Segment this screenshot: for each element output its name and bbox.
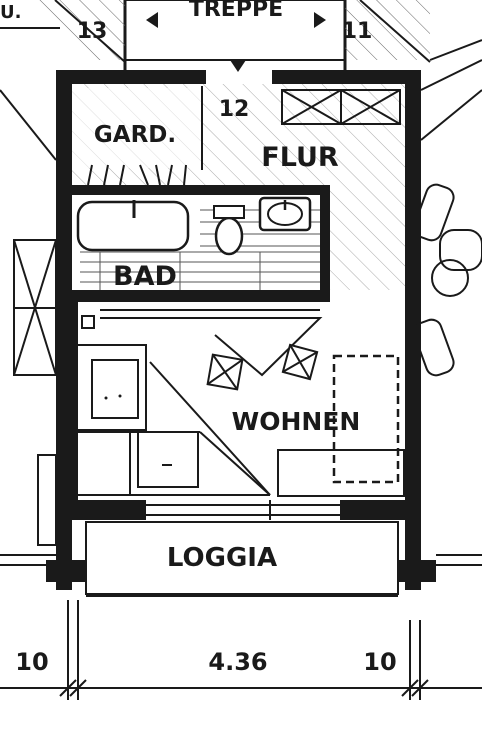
- table-right: [281, 343, 319, 381]
- arrow-down-icon: [230, 60, 246, 72]
- arrow-right-icon: [314, 12, 326, 28]
- arrow-left-icon: [146, 12, 158, 28]
- bed: [332, 354, 400, 484]
- label-bad: BAD: [113, 261, 177, 292]
- outer-walls: [46, 70, 436, 590]
- dimension-right: 10: [363, 648, 396, 676]
- toilet: [214, 216, 244, 256]
- dimension-line: [0, 600, 482, 700]
- left-exterior: [0, 89, 57, 566]
- label-wohnen: WOHNEN: [232, 407, 361, 436]
- bathroom: [66, 185, 330, 302]
- dimension-center: 4.36: [208, 648, 267, 676]
- label-partial-left: U.: [0, 2, 21, 23]
- label-treppe: TREPPE: [189, 0, 283, 22]
- label-step-11: 11: [342, 19, 373, 44]
- label-gard: GARD.: [94, 122, 176, 148]
- loggia: [85, 521, 399, 597]
- table-left: [206, 353, 244, 391]
- dimension-left: 10: [15, 648, 48, 676]
- label-loggia: LOGGIA: [167, 543, 277, 573]
- label-step-12: 12: [219, 97, 250, 122]
- flur-area: [72, 84, 405, 290]
- label-step-13: 13: [77, 19, 108, 44]
- label-flur: FLUR: [261, 142, 339, 173]
- wohnen-room: [66, 302, 405, 520]
- stair-area: [0, 0, 482, 72]
- right-exterior-furniture: [413, 59, 482, 566]
